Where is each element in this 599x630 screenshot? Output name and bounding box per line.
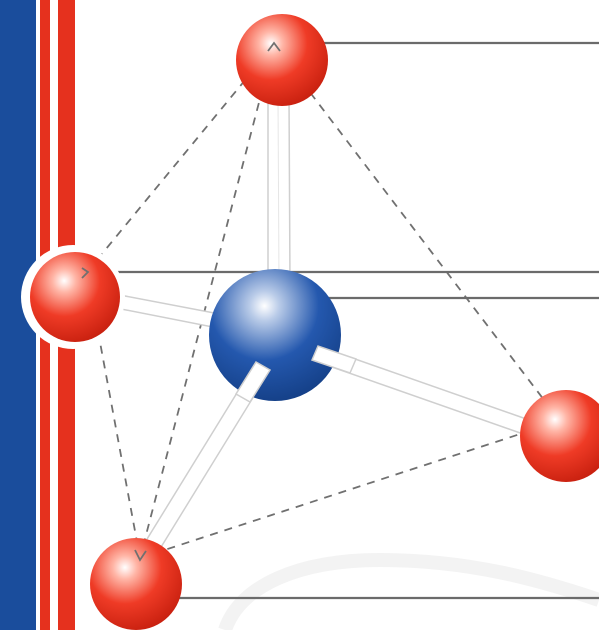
edge-right-bottom (139, 420, 561, 559)
atoms (21, 14, 599, 630)
outer-atom-bottom (90, 538, 182, 630)
bond-top (267, 94, 291, 286)
edge-top-right (273, 44, 561, 422)
outer-atom-right (520, 390, 599, 482)
edge-top-bottom (139, 44, 275, 559)
arrow-bottom (134, 549, 147, 562)
background-swirl (218, 552, 599, 630)
bonds (103, 94, 534, 554)
bond-caps (234, 345, 358, 404)
arrow-top (267, 41, 281, 52)
arrow-left (81, 267, 90, 279)
central-atom (209, 269, 341, 401)
outer-atom-left (30, 252, 120, 342)
edge-arrows (81, 41, 281, 562)
outer-atom-top (236, 14, 328, 106)
